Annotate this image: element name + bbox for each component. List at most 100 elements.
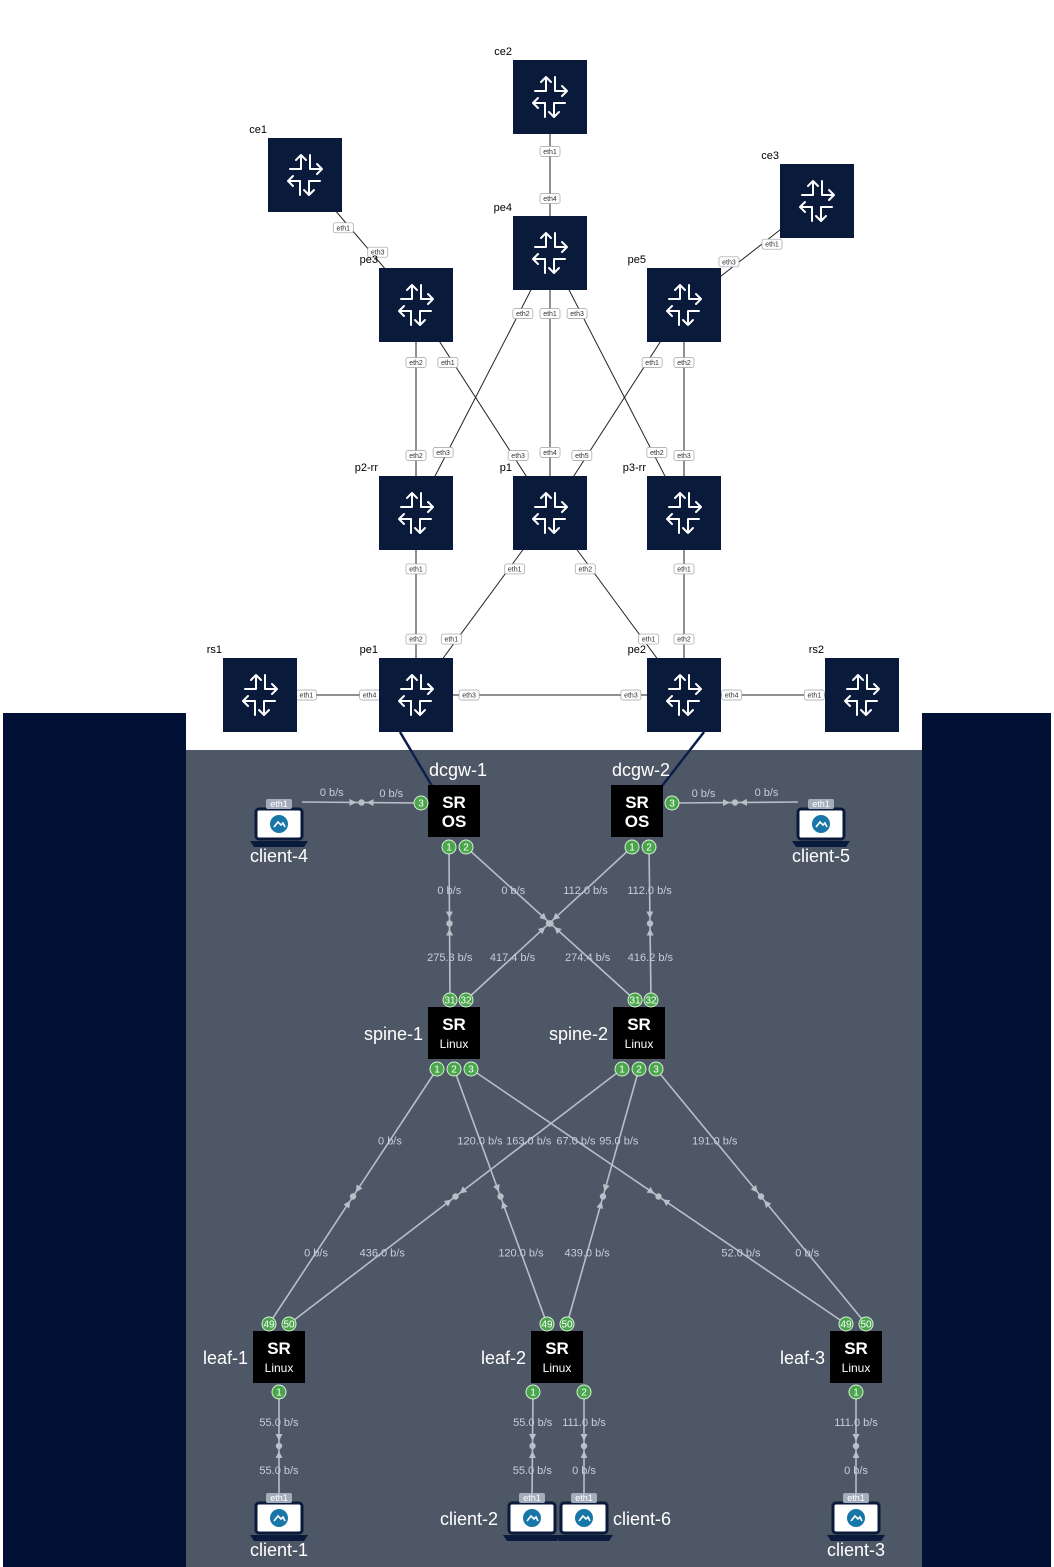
port-badge-spine-2-1[interactable]: 1	[614, 1061, 630, 1077]
flow-dcgw-1-client-4[interactable]: 0 b/s0 b/s	[301, 787, 422, 807]
flow-leaf-1-client-1[interactable]: 55.0 b/s55.0 b/s	[259, 1392, 299, 1500]
port-badge-dcgw-2-2[interactable]: 2	[641, 839, 657, 855]
flow-leaf-2-client-2[interactable]: 55.0 b/s55.0 b/s	[513, 1391, 553, 1501]
port-tag	[504, 563, 526, 575]
router-pe2[interactable]: pe2	[628, 644, 721, 732]
client-label: client-6	[613, 1509, 671, 1529]
port-label-pe3: eth2	[409, 360, 423, 367]
port-badge-leaf-1-1[interactable]: 1	[271, 1384, 287, 1400]
port-badge-spine-1-3[interactable]: 3	[463, 1061, 479, 1077]
port-badge-leaf-3-50[interactable]: 50	[858, 1316, 874, 1332]
port-badge-spine-1-1[interactable]: 1	[429, 1061, 445, 1077]
uplink-pe1-dcgw-1[interactable]	[398, 731, 434, 787]
router-rs2[interactable]: rs2	[809, 644, 899, 732]
flow-arrow	[662, 1199, 671, 1207]
router-p2-rr[interactable]: p2-rr	[355, 462, 453, 550]
port-badge-spine-2-31[interactable]: 31	[627, 992, 643, 1008]
port-number: 49	[541, 1320, 553, 1331]
router-ce3[interactable]: ce3	[761, 150, 854, 238]
flow-rate-a: 0 b/s	[378, 1135, 402, 1147]
router-pe4[interactable]: pe4	[494, 202, 587, 290]
port-badge-leaf-2-2[interactable]: 2	[576, 1384, 592, 1400]
flow-midpoint	[529, 1442, 536, 1450]
port-badge-dcgw-2-1[interactable]: 1	[624, 839, 640, 855]
port-badge-spine-2-2[interactable]: 2	[631, 1061, 647, 1077]
flow-arrow	[552, 912, 561, 921]
port-badge-dcgw-1-3[interactable]: 3	[413, 795, 429, 811]
uplink-pe2-dcgw-2[interactable]	[661, 731, 705, 787]
port-badge-spine-2-32[interactable]: 32	[643, 992, 659, 1008]
port-tag	[432, 447, 454, 458]
port-tag	[673, 633, 695, 645]
router-rs1[interactable]: rs1	[207, 644, 297, 732]
flow-rate-a: 55.0 b/s	[259, 1417, 299, 1429]
device-label: spine-2	[549, 1024, 608, 1044]
port-label-pe2: eth2	[677, 637, 691, 644]
device-subtitle: Linux	[543, 1361, 572, 1375]
port-badge-leaf-3-49[interactable]: 49	[838, 1316, 854, 1332]
flow-spine-2-leaf-3[interactable]: 191.0 b/s0 b/s	[655, 1068, 867, 1325]
port-label-p1: eth4	[543, 450, 557, 457]
port-badge-spine-1-32[interactable]: 32	[458, 992, 474, 1008]
flow-midpoint	[358, 799, 365, 806]
flow-arrow	[646, 928, 654, 936]
port-badge-leaf-2-50[interactable]: 50	[559, 1316, 575, 1332]
port-label-pe5: eth3	[722, 259, 736, 266]
link-pe4-p3-rr[interactable]	[549, 252, 685, 514]
port-badge-dcgw-1-1[interactable]: 1	[441, 839, 457, 855]
flow-rate-b: 0 b/s	[755, 787, 779, 799]
port-badge-spine-2-3[interactable]: 3	[648, 1061, 664, 1077]
flow-rate-b: 0 b/s	[320, 787, 344, 799]
flow-spine-1-leaf-3[interactable]: 67.0 b/s52.0 b/s	[470, 1068, 847, 1325]
router-pe1[interactable]: pe1	[360, 644, 453, 732]
router-p1[interactable]: p1	[500, 462, 587, 550]
flow-leaf-2-client-6[interactable]: 111.0 b/s0 b/s	[562, 1392, 606, 1500]
router-ce2[interactable]: ce2	[494, 46, 587, 134]
port-badge-spine-1-2[interactable]: 2	[446, 1061, 462, 1077]
flow-spine-1-leaf-1[interactable]: 0 b/s0 b/s	[268, 1068, 438, 1325]
router-pe5[interactable]: pe5	[628, 254, 721, 342]
link-pe4-p2-rr[interactable]	[415, 252, 551, 514]
router-p3-rr[interactable]: p3-rr	[623, 462, 721, 550]
router-ce1[interactable]: ce1	[249, 124, 342, 212]
port-badge-dcgw-2-3[interactable]: 3	[664, 795, 680, 811]
port-badge-leaf-1-49[interactable]: 49	[261, 1316, 277, 1332]
flow-leaf-3-client-3[interactable]: 111.0 b/s0 b/s	[834, 1392, 878, 1500]
eth-tag	[266, 799, 292, 809]
router-label: p3-rr	[623, 462, 647, 474]
port-badge-leaf-2-1[interactable]: 1	[525, 1384, 541, 1400]
port-badge-spine-1-31[interactable]: 31	[442, 992, 458, 1008]
port-label-pe1: eth1	[444, 637, 458, 644]
router-label: pe5	[628, 254, 646, 266]
port-badge-leaf-3-1[interactable]: 1	[848, 1384, 864, 1400]
port-badge-leaf-1-50[interactable]: 50	[281, 1316, 297, 1332]
port-badge-leaf-2-49[interactable]: 49	[539, 1316, 555, 1332]
port-tag	[574, 563, 596, 575]
port-tag	[673, 450, 695, 461]
top-white-notch	[186, 713, 922, 750]
router-pe3[interactable]: pe3	[360, 254, 453, 342]
port-badge-dcgw-1-2[interactable]: 2	[458, 839, 474, 855]
flow-rate-b: 417.4 b/s	[490, 952, 536, 964]
